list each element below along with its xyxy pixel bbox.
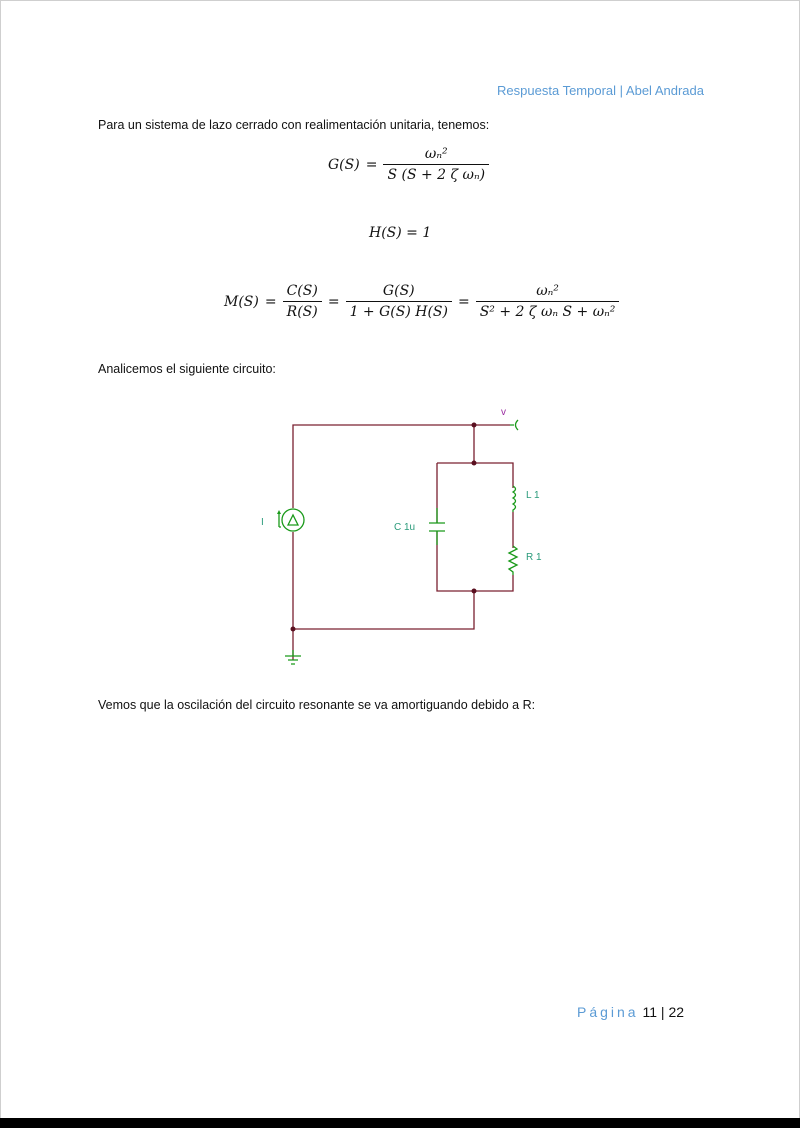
bottom-bar xyxy=(0,1118,800,1128)
capacitor-label: C 1u xyxy=(394,522,415,533)
resistor-label: R 1 xyxy=(526,552,542,563)
output-terminal-icon xyxy=(510,419,519,431)
equation-m: M(S) = C(S) R(S) = G(S) 1 + G(S) H(S) = ωₙ… xyxy=(224,283,620,320)
eq-sign: = xyxy=(457,293,470,310)
eq-sign: = xyxy=(365,156,378,173)
denominator: 1 + G(S) H(S) xyxy=(345,301,452,320)
numerator: ωₙ² xyxy=(424,146,448,162)
source-label: I xyxy=(261,517,264,528)
eq-lhs: G(S) xyxy=(328,156,360,173)
numerator: ωₙ² xyxy=(536,283,559,299)
denominator: S² + 2 ζ ωₙ S + ωₙ² xyxy=(475,301,620,320)
paragraph-damping: Vemos que la oscilación del circuito res… xyxy=(98,698,536,712)
page-total: 22 xyxy=(668,1004,685,1020)
eq-lhs: M(S) xyxy=(224,293,259,310)
page-footer: Página 11 | 22 xyxy=(577,1004,684,1020)
denominator: R(S) xyxy=(282,301,322,320)
numerator: C(S) xyxy=(286,283,318,299)
equation-g: G(S) = ωₙ² S (S + 2 ζ ωₙ) xyxy=(328,146,490,183)
equation-h: H(S) = 1 xyxy=(369,225,432,241)
page-number: 11 xyxy=(642,1004,658,1020)
current-source-icon xyxy=(278,508,305,532)
capacitor-icon xyxy=(429,508,445,545)
separator: | xyxy=(660,1004,665,1020)
eq-sign: = xyxy=(264,293,277,310)
paragraph-circuit: Analicemos el siguiente circuito: xyxy=(98,362,276,376)
fraction: ωₙ² S (S + 2 ζ ωₙ) xyxy=(383,146,490,183)
circuit-diagram: v I C 1u L 1 R 1 xyxy=(261,407,542,665)
eq-sign: = xyxy=(327,293,340,310)
wires xyxy=(292,424,514,660)
denominator: S (S + 2 ζ ωₙ) xyxy=(383,164,490,183)
paragraph-intro: Para un sistema de lazo cerrado con real… xyxy=(98,118,490,132)
fraction: C(S) R(S) xyxy=(282,283,322,320)
node-label-v: v xyxy=(501,407,506,418)
resistor-icon xyxy=(507,545,519,575)
junction-nodes xyxy=(290,422,477,632)
page-word: Página xyxy=(577,1004,639,1020)
fraction: G(S) 1 + G(S) H(S) xyxy=(345,283,452,320)
page-header: Respuesta Temporal | Abel Andrada xyxy=(497,83,704,98)
inductor-label: L 1 xyxy=(526,490,540,501)
ground-icon xyxy=(285,650,301,665)
fraction: ωₙ² S² + 2 ζ ωₙ S + ωₙ² xyxy=(475,283,620,320)
inductor-icon xyxy=(511,485,517,512)
numerator: G(S) xyxy=(382,283,415,299)
